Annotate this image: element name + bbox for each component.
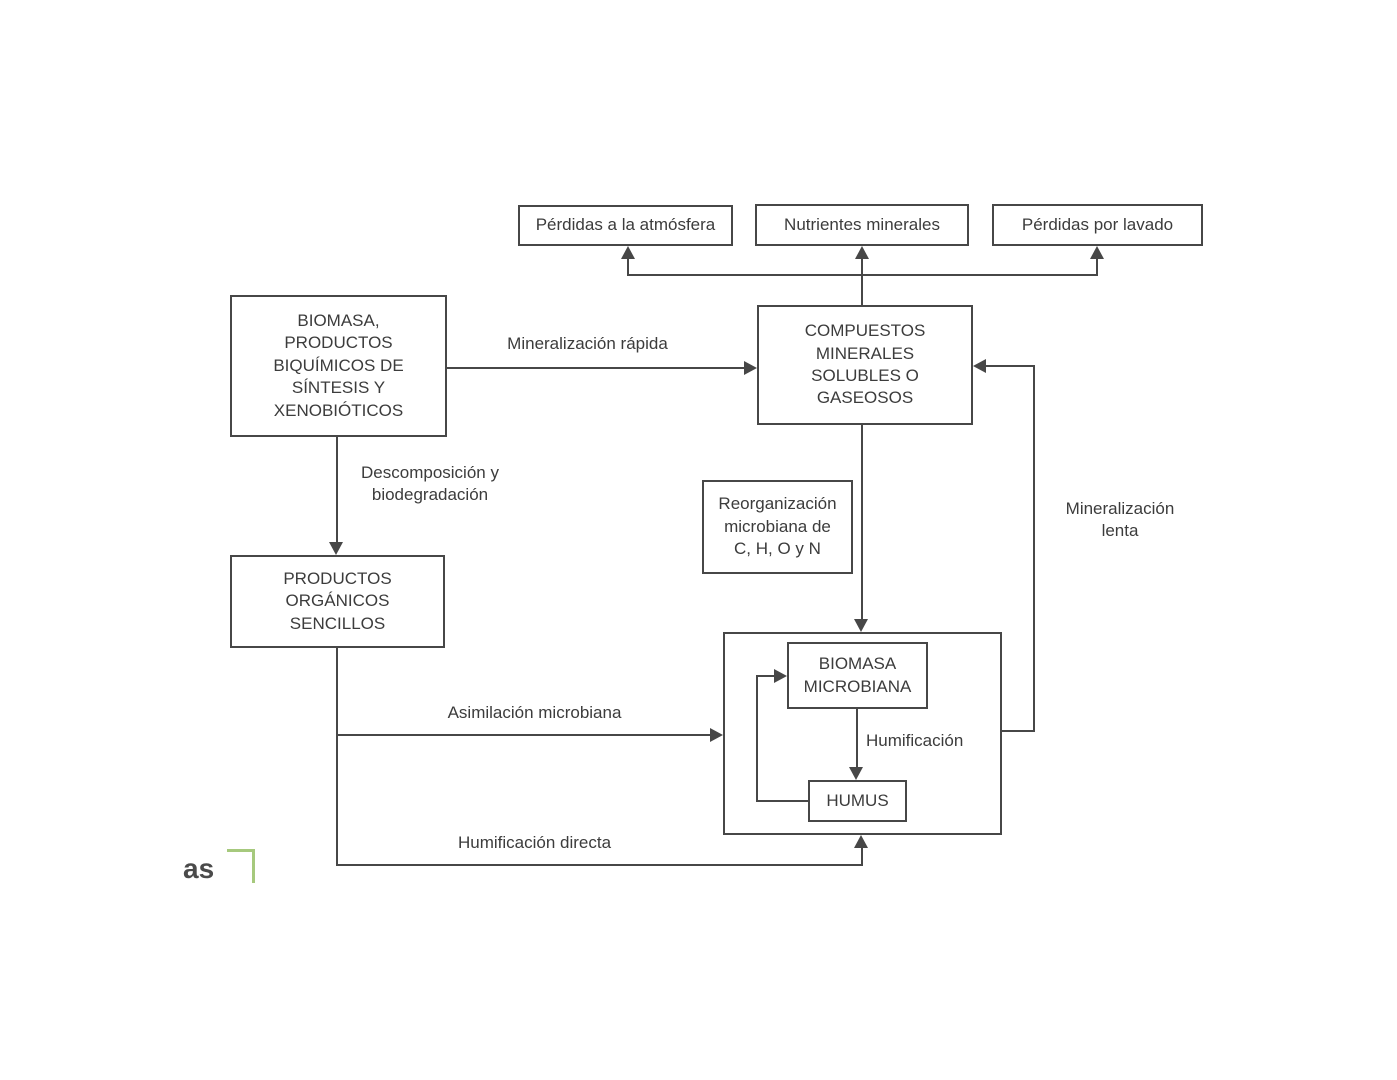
watermark-green-corner-icon (227, 849, 255, 883)
node-nutrientes-minerales: Nutrientes minerales (755, 204, 969, 246)
edge-mineralizacion-lenta-top-line (986, 365, 1035, 367)
edge-humus-loop-vertical-line (756, 676, 758, 802)
arrowhead-humificacion (849, 767, 863, 780)
arrowhead-compuestos-to-biomasa (854, 619, 868, 632)
edge-humificacion-line (856, 709, 858, 767)
node-humus: HUMUS (808, 780, 907, 822)
edge-asimilacion-line (336, 734, 710, 736)
arrowhead-humificacion-directa (854, 835, 868, 848)
arrowhead-humus-loop (774, 669, 787, 683)
edge-humus-loop-bottom-line (756, 800, 808, 802)
node-biomasa-productos: BIOMASA, PRODUCTOS BIQUÍMICOS DE SÍNTESI… (230, 295, 447, 437)
arrowhead-asimilacion (710, 728, 723, 742)
edge-mineralizacion-lenta-bottom-line (1002, 730, 1035, 732)
edge-losses-connector-line (628, 274, 1098, 276)
edge-mineralizacion-rapida-line (447, 367, 744, 369)
edge-mineralizacion-lenta-vertical-line (1033, 366, 1035, 732)
node-productos-organicos: PRODUCTOS ORGÁNICOS SENCILLOS (230, 555, 445, 648)
arrowhead-to-nutrientes-minerales (855, 246, 869, 259)
edge-label-humificacion: Humificación (866, 731, 964, 750)
node-perdidas-atmosfera: Pérdidas a la atmósfera (518, 205, 733, 246)
edge-label-mineralizacion-rapida: Mineralización rápida (507, 334, 668, 353)
edge-compuestos-to-nutrientes-line (861, 258, 863, 306)
edge-productos-down-line (336, 648, 338, 866)
edge-compuestos-to-biomasa-line (861, 425, 863, 619)
watermark-text: as (183, 853, 215, 884)
edge-label-descomposicion: Descomposición y biodegradación (361, 463, 499, 504)
node-perdidas-lavado: Pérdidas por lavado (992, 204, 1203, 246)
edge-label-humificacion-directa: Humificación directa (457, 833, 612, 852)
node-compuestos-minerales: COMPUESTOS MINERALES SOLUBLES O GASEOSOS (757, 305, 973, 425)
arrowhead-to-perdidas-lavado (1090, 246, 1104, 259)
arrowhead-mineralizacion-rapida (744, 361, 757, 375)
edge-label-asimilacion: Asimilación microbiana (447, 703, 622, 722)
arrowhead-descomposicion (329, 542, 343, 555)
edge-to-perdidas-atmosfera-line (627, 258, 629, 276)
edge-to-perdidas-lavado-line (1096, 258, 1098, 276)
edge-descomposicion-line (336, 437, 338, 543)
edge-humificacion-directa-line (336, 864, 863, 866)
edge-humus-loop-top-line (756, 675, 774, 677)
node-reorganizacion-microbiana: Reorganización microbiana de C, H, O y N (702, 480, 853, 574)
arrowhead-mineralizacion-lenta (973, 359, 986, 373)
edge-humificacion-directa-up-line (861, 848, 863, 865)
node-biomasa-microbiana: BIOMASA MICROBIANA (787, 642, 928, 709)
edge-label-mineralizacion-lenta: Mineralización lenta (1065, 499, 1175, 540)
arrowhead-to-perdidas-atmosfera (621, 246, 635, 259)
